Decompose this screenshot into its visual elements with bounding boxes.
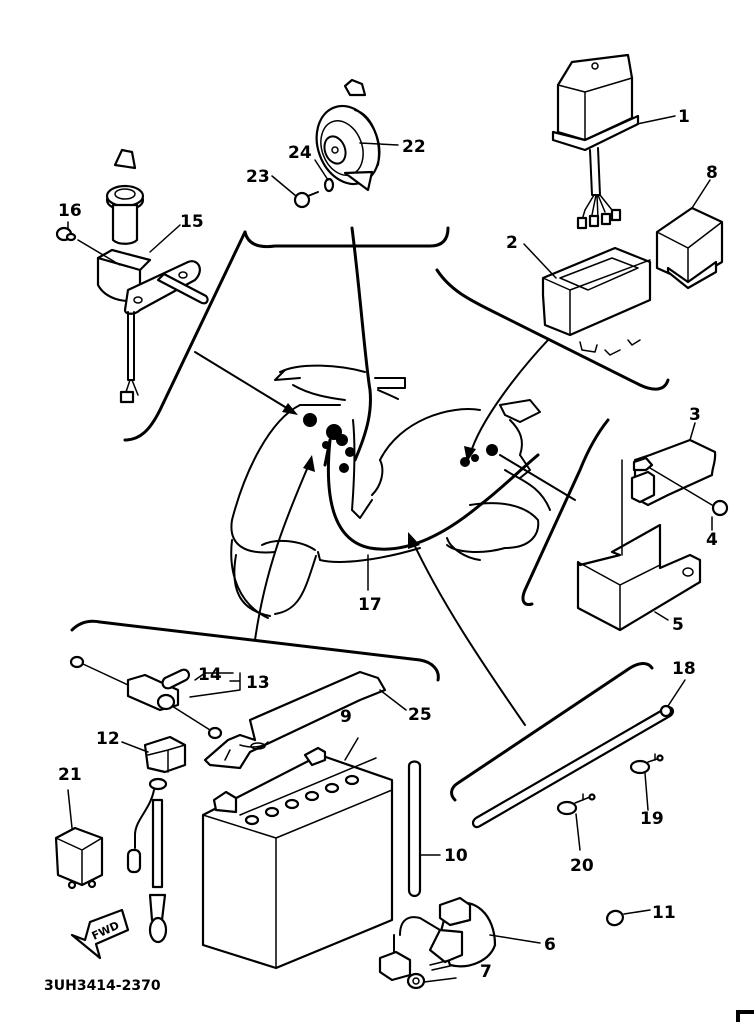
callout-25: 25 (408, 705, 432, 725)
leader-lines (70, 226, 670, 802)
part-band[interactable] (471, 704, 675, 829)
callout-4: 4 (706, 530, 718, 550)
part-horn-washer[interactable] (323, 177, 335, 193)
part-flasher-relay[interactable] (54, 826, 104, 890)
part-clamp-20[interactable] (556, 793, 596, 816)
callout-19: 19 (640, 809, 664, 829)
callout-labels: 1 2 3 4 5 6 7 8 9 10 11 12 13 14 15 16 1… (58, 107, 718, 982)
relay-bracket-line (521, 418, 610, 606)
part-unit-holder[interactable] (541, 246, 652, 356)
label-leaders (67, 115, 713, 983)
callout-11: 11 (652, 903, 676, 923)
callout-7: 7 (480, 962, 492, 982)
callout-23: 23 (246, 167, 270, 187)
part-rectifier-regulator[interactable] (378, 896, 497, 982)
part-switch-bolt[interactable] (55, 226, 121, 266)
part-battery-band[interactable] (203, 670, 387, 770)
callout-15: 15 (180, 212, 204, 232)
part-battery[interactable] (201, 746, 394, 970)
band-arrow-line (411, 539, 526, 726)
callout-17: 17 (358, 595, 382, 615)
callout-22: 22 (402, 137, 426, 157)
part-cap[interactable] (605, 909, 625, 928)
callout-12: 12 (96, 729, 120, 749)
callout-18: 18 (672, 659, 696, 679)
callout-14: 14 (198, 665, 222, 685)
part-fuse[interactable] (161, 668, 191, 690)
callout-24: 24 (288, 143, 312, 163)
cdi-arrow-line (469, 339, 549, 456)
callout-20: 20 (570, 856, 594, 876)
cdi-bracket-line (435, 268, 670, 391)
relay-arrow-line (499, 454, 576, 501)
switch-arrow-line (194, 351, 291, 411)
part-nut[interactable] (406, 972, 426, 990)
part-breather-pipe[interactable] (407, 760, 422, 898)
drawing-code: 3UH3414-2370 (44, 978, 161, 994)
callout-16: 16 (58, 201, 82, 221)
part-fuse-holder-assy[interactable] (69, 655, 223, 740)
switch-bracket-line (123, 230, 247, 442)
part-relay-screw[interactable] (649, 467, 729, 517)
key-icon (113, 148, 137, 170)
callout-21: 21 (58, 765, 82, 785)
callout-8: 8 (706, 163, 718, 183)
callout-5: 5 (672, 615, 684, 635)
callout-6: 6 (544, 935, 556, 955)
callout-10: 10 (444, 846, 468, 866)
scooter-body (230, 226, 551, 619)
callout-3: 3 (689, 405, 701, 425)
part-fuse-holder[interactable] (126, 735, 187, 944)
battery-arrow-line (254, 461, 311, 641)
part-relay-bracket[interactable] (576, 459, 702, 632)
part-horn[interactable] (306, 78, 390, 193)
callout-13: 13 (246, 673, 270, 693)
part-main-switch[interactable] (96, 148, 209, 404)
fwd-arrow-icon: FWD (70, 908, 130, 960)
horn-bracket-line (243, 226, 450, 249)
part-control-unit[interactable] (551, 53, 640, 230)
band-bracket-line (450, 662, 654, 802)
part-starter-relay[interactable] (630, 438, 717, 507)
corner-mark (736, 1010, 754, 1022)
callout-1: 1 (678, 107, 690, 127)
part-relay[interactable] (655, 206, 724, 290)
part-horn-bolt[interactable] (293, 191, 319, 209)
part-clamp-19[interactable] (629, 753, 664, 775)
callout-2: 2 (506, 233, 518, 253)
battery-bracket-line (70, 619, 440, 682)
callout-9: 9 (340, 707, 352, 727)
